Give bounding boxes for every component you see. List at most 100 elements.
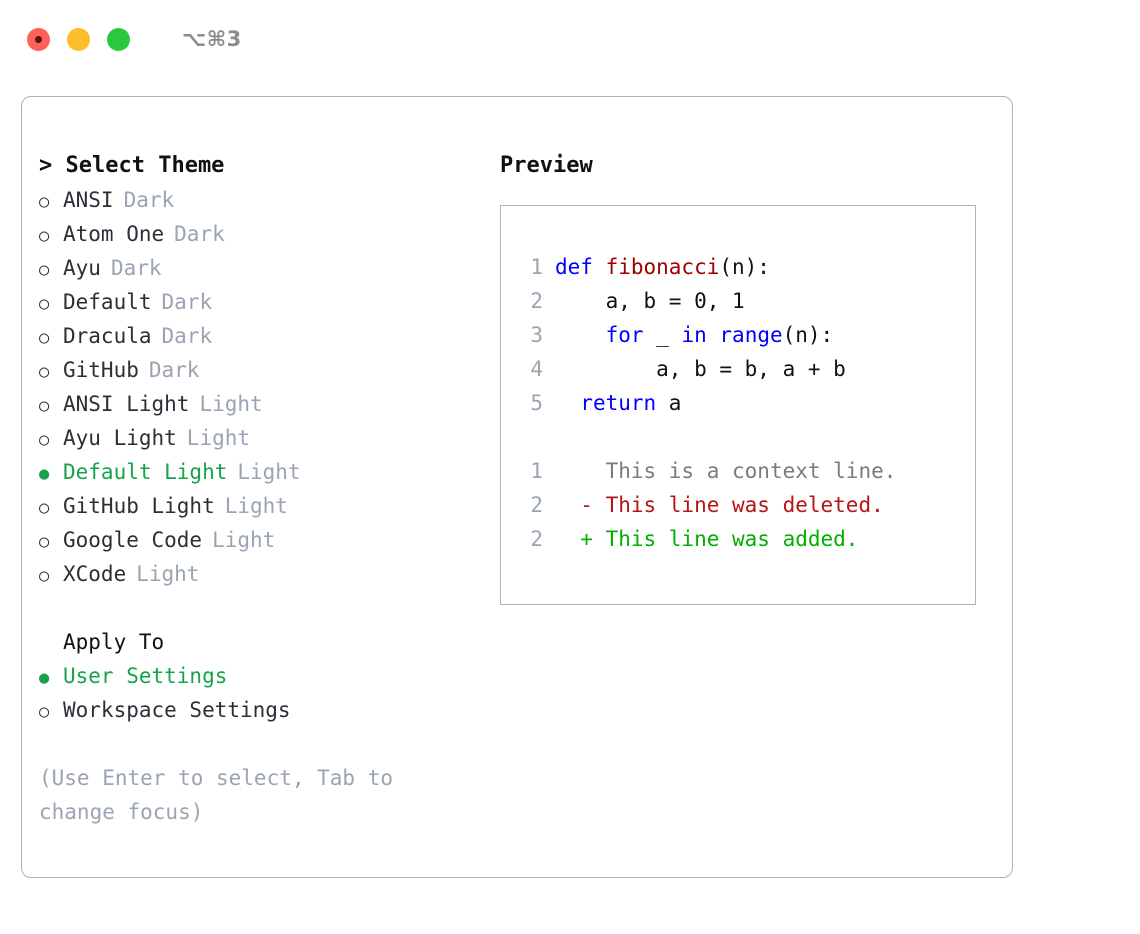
code-token: def (555, 255, 606, 279)
theme-variant-label: Dark (174, 222, 225, 246)
theme-name-label: Google Code (63, 528, 203, 552)
code-token: fibonacci (605, 255, 720, 279)
code-token (707, 318, 720, 352)
code-line: 4 a, b = b, a + b (517, 352, 896, 386)
theme-list-item[interactable]: ○ GitHub Dark (39, 353, 479, 387)
code-line: 1 def fibonacci(n): (517, 250, 896, 284)
theme-variant-label: Dark (123, 188, 175, 212)
apply-to-label: User Settings (63, 664, 228, 688)
radio-unselected-icon: ○ (39, 362, 50, 382)
theme-list-item[interactable]: ○ Google Code Light (39, 523, 479, 557)
theme-name-label: XCode (63, 562, 127, 586)
theme-variant-label: Dark (161, 324, 213, 348)
diff-text: This is a context line. (605, 459, 897, 483)
theme-variant-label: Light (186, 426, 251, 450)
code-token: return (580, 391, 657, 415)
theme-variant-label: Light (224, 494, 288, 518)
theme-list-item[interactable]: ○ XCode Light (39, 557, 479, 591)
code-line: 3 for _ in range(n): (517, 318, 896, 352)
radio-unselected-icon: ○ (39, 498, 50, 518)
theme-variant-label: Dark (161, 290, 213, 314)
apply-to-option[interactable]: ○ Workspace Settings (39, 693, 479, 727)
diff-line: 2 + This line was added. (517, 522, 896, 556)
theme-list-item[interactable]: ● Default Light Light (39, 455, 479, 489)
line-number: 5 (530, 391, 543, 415)
apply-to-list[interactable]: ● User Settings ○ Workspace Settings (39, 659, 479, 727)
diff-line: 2 - This line was deleted. (517, 488, 896, 522)
line-number: 1 (530, 459, 543, 483)
theme-list-item[interactable]: ○ Atom One Dark (39, 217, 479, 251)
section-spacer (39, 591, 479, 625)
diff-text: This line was deleted. (605, 493, 884, 517)
theme-list-item[interactable]: ○ Ayu Dark (39, 251, 479, 285)
radio-unselected-icon: ○ (39, 328, 50, 348)
diff-line: 1 This is a context line. (517, 454, 896, 488)
theme-variant-label: Light (237, 460, 301, 484)
theme-name-label: Atom One (63, 222, 165, 246)
code-token: _ (643, 323, 682, 347)
theme-name-label: Ayu (63, 256, 101, 280)
theme-name-label: GitHub Light (63, 494, 215, 518)
theme-name-label: ANSI Light (63, 392, 190, 416)
radio-unselected-icon: ○ (39, 192, 50, 212)
theme-variant-label: Light (212, 528, 276, 552)
radio-unselected-icon: ○ (39, 532, 50, 552)
theme-name-label: Default Light (63, 460, 228, 484)
radio-unselected-icon: ○ (39, 566, 50, 586)
theme-variant-label: Light (136, 562, 200, 586)
theme-list-item[interactable]: ○ GitHub Light Light (39, 489, 479, 523)
code-token: in (681, 323, 707, 347)
diff-marker: + (555, 527, 606, 551)
radio-selected-icon: ● (39, 668, 50, 688)
code-token: range (719, 323, 783, 347)
code-token (555, 386, 580, 420)
diff-marker (555, 454, 606, 488)
close-button[interactable] (27, 27, 50, 51)
theme-variant-label: Dark (110, 256, 162, 280)
maximize-button[interactable] (107, 27, 130, 51)
radio-unselected-icon: ○ (39, 294, 50, 314)
radio-unselected-icon: ○ (39, 396, 50, 416)
line-number: 2 (530, 289, 543, 313)
code-token: for (605, 323, 644, 347)
keyboard-shortcut-label: ⌥⌘3 (182, 27, 242, 51)
preview-header: Preview (500, 153, 593, 178)
radio-unselected-icon: ○ (39, 226, 50, 246)
code-line: 5 return a (517, 386, 896, 420)
apply-to-label: Workspace Settings (63, 698, 291, 722)
code-token: (n): (719, 255, 770, 279)
keyboard-hint-text: (Use Enter to select, Tab to change focu… (39, 766, 406, 824)
line-number: 1 (530, 255, 543, 279)
theme-name-label: Dracula (63, 324, 152, 348)
theme-list-item[interactable]: ○ Ayu Light Light (39, 421, 479, 455)
radio-selected-icon: ● (39, 464, 50, 484)
code-token: a (656, 391, 682, 415)
minimize-button[interactable] (67, 27, 90, 51)
code-token: a, b = b, a + b (555, 357, 846, 381)
diff-marker: - (555, 493, 606, 517)
diff-text: This line was added. (605, 527, 859, 551)
theme-picker-header: > Select Theme (39, 153, 225, 178)
apply-to-option[interactable]: ● User Settings (39, 659, 479, 693)
theme-name-label: GitHub (63, 358, 139, 382)
line-number: 4 (530, 357, 543, 381)
theme-list-item[interactable]: ○ Dracula Dark (39, 319, 479, 353)
radio-unselected-icon: ○ (39, 430, 50, 450)
radio-unselected-icon: ○ (39, 260, 50, 280)
radio-unselected-icon: ○ (39, 702, 50, 722)
theme-name-label: ANSI (63, 188, 114, 212)
theme-variant-label: Dark (148, 358, 200, 382)
code-line: 2 a, b = 0, 1 (517, 284, 896, 318)
traffic-lights (27, 27, 130, 51)
theme-list-item[interactable]: ○ ANSI Dark (39, 183, 479, 217)
line-number: 2 (530, 527, 543, 551)
theme-name-label: Ayu Light (63, 426, 177, 450)
